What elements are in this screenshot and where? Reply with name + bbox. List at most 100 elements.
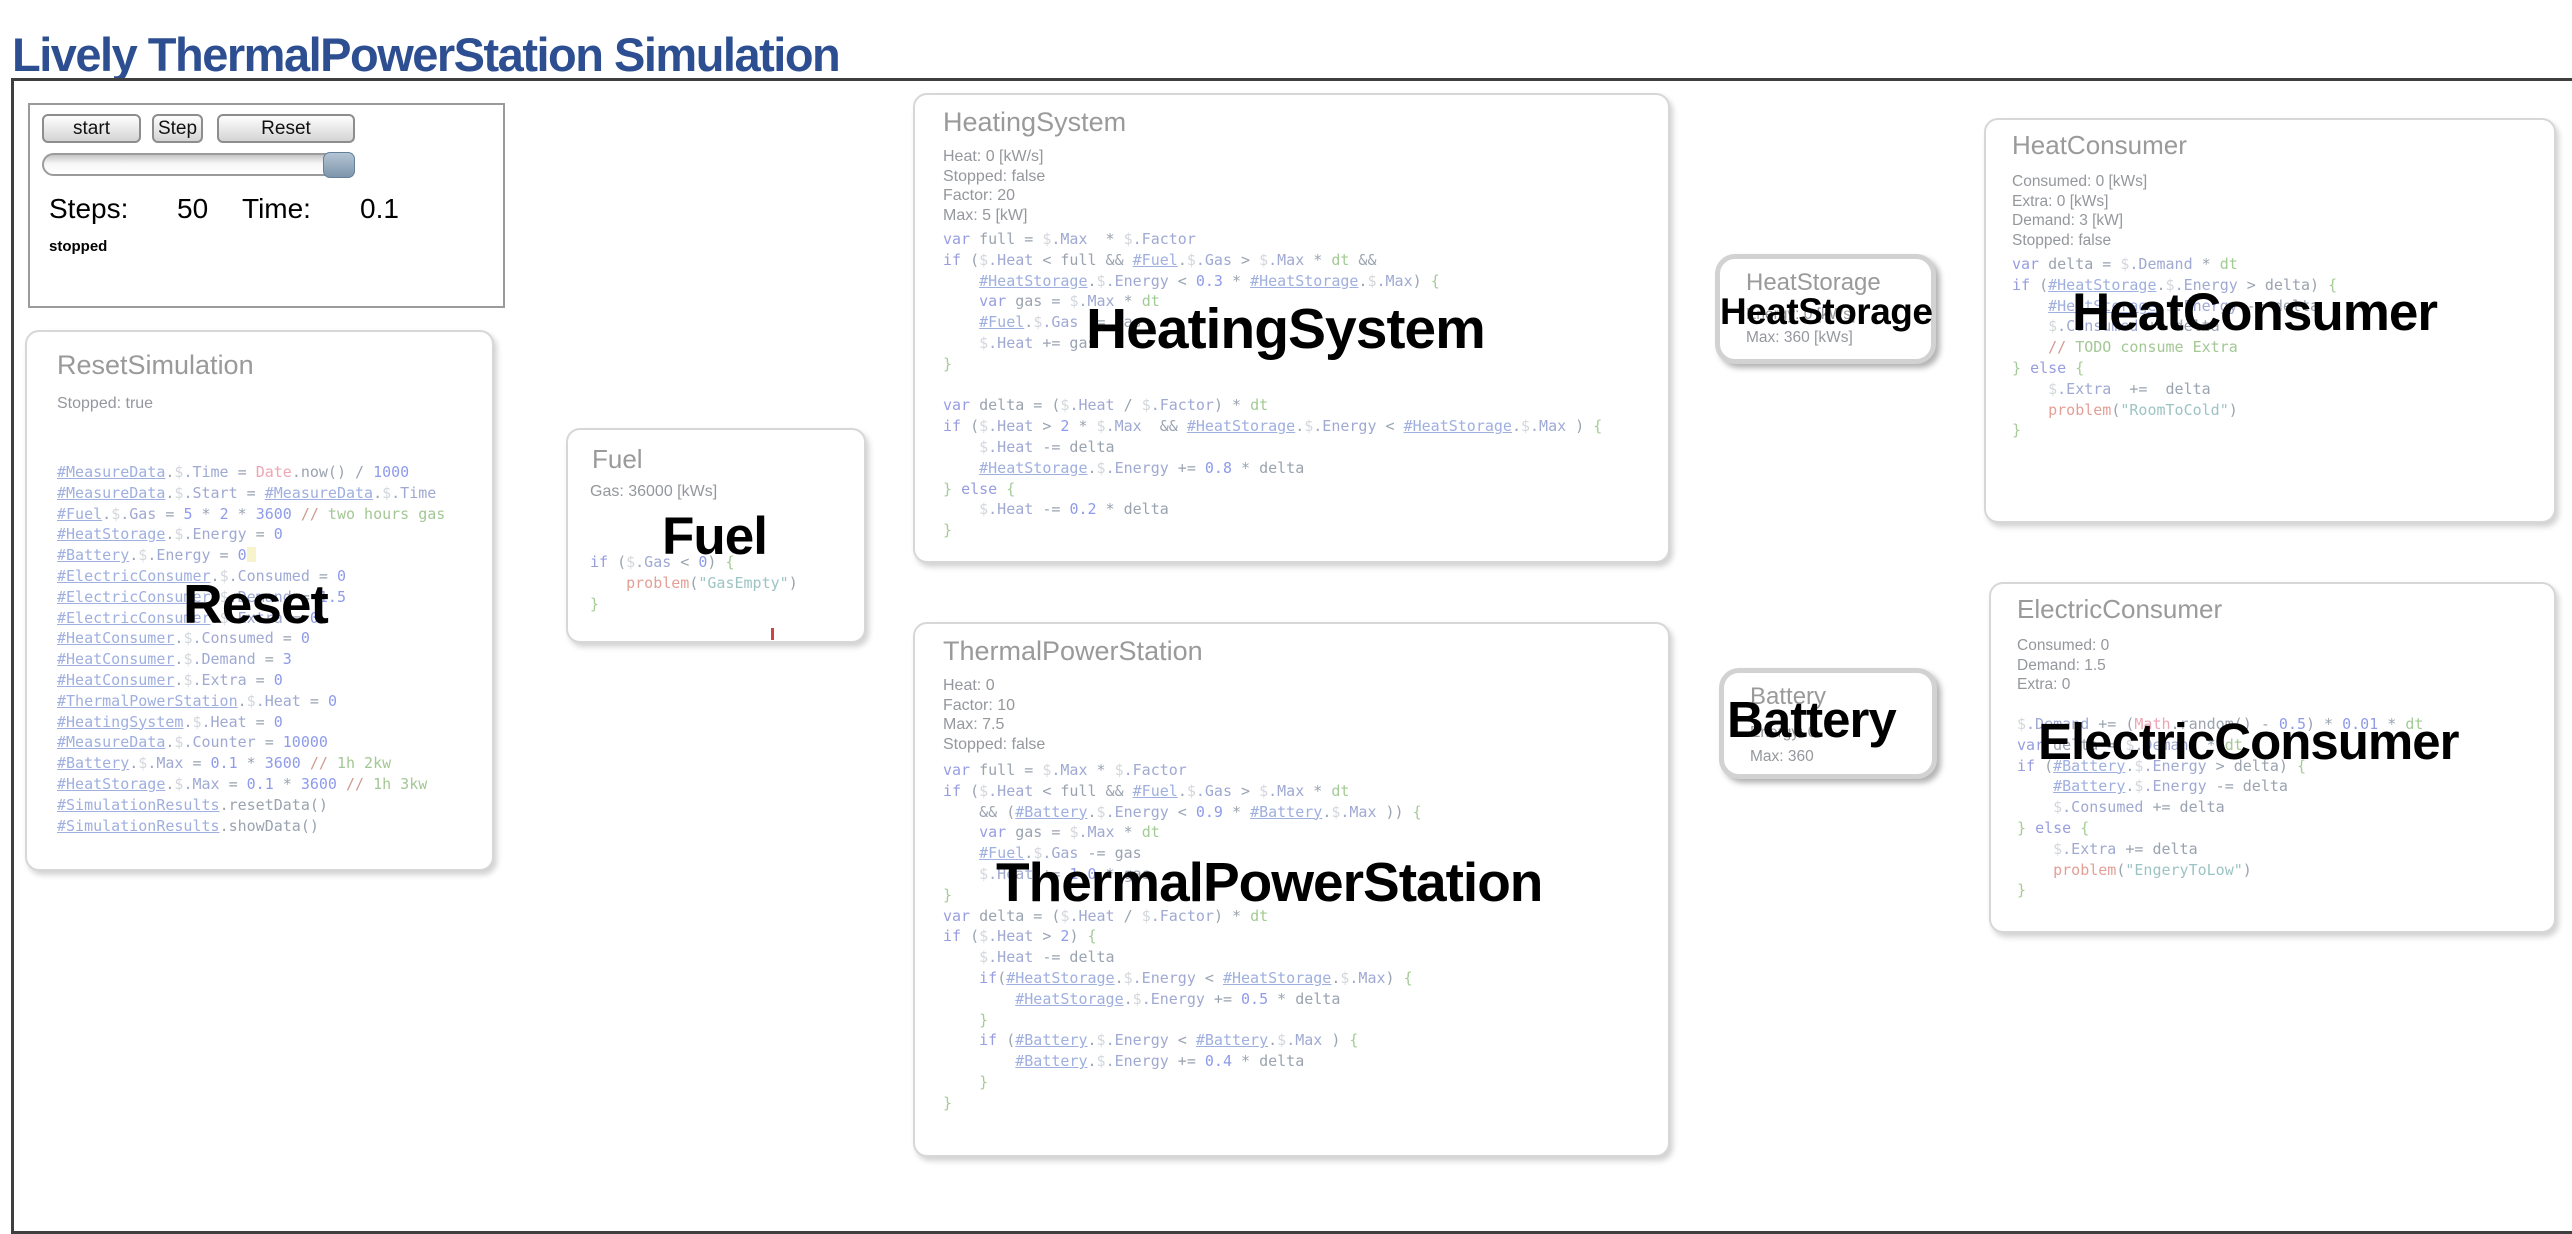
code-line[interactable]: #Fuel.$.Gas -= gas (979, 844, 1142, 863)
code-line[interactable]: if ($.Heat > 2 * $.Max && #HeatStorage.$… (943, 417, 1603, 436)
code-line[interactable]: #HeatStorage.$.Max = 0.1 * 3600 // 1h 3k… (57, 774, 428, 793)
code-line[interactable]: #HeatStorage.$.Energy = 0 (57, 525, 283, 544)
code-line[interactable]: $.Heat -= delta (979, 437, 1115, 456)
heating-system-code-editor[interactable]: var full = $.Max * $.Factor if ($.Heat < … (943, 229, 1602, 541)
code-line[interactable]: #MeasureData.$.Counter = 10000 (57, 733, 328, 752)
code-line[interactable]: var delta = ($.Heat / $.Factor) * dt (943, 396, 1269, 415)
speed-slider[interactable] (42, 152, 355, 178)
reset-button[interactable]: Reset (217, 114, 355, 143)
code-line[interactable]: #SimulationResults.resetData() (57, 795, 328, 814)
code-line[interactable]: #HeatStorage.$.Energy += 0.8 * delta (979, 458, 1305, 477)
code-line[interactable]: $.Consumed += delta (2048, 317, 2220, 336)
code-line[interactable]: var delta = ($.Heat / $.Factor) * dt (943, 906, 1269, 925)
start-button[interactable]: start (42, 114, 141, 143)
slider-knob[interactable] (323, 152, 355, 178)
code-line[interactable]: } (943, 521, 953, 540)
code-line[interactable]: problem("RoomToCold") (2048, 400, 2238, 419)
code-line[interactable]: $.Heat -= delta (979, 948, 1115, 967)
steps-value[interactable]: 50 (177, 193, 209, 224)
stat-line: Stopped: true (57, 395, 154, 412)
code-line[interactable]: if ($.Heat < full && #Fuel.$.Gas > $.Max… (943, 250, 1377, 269)
code-line[interactable]: #HeatStorage.$.Energy -= delta (2048, 296, 2320, 315)
stat-line: Max: 360 [kWs] (1746, 329, 1853, 346)
code-line[interactable]: #Battery.$.Energy = 0 (57, 545, 445, 566)
code-line[interactable]: $.Demand += (Math.random() - 0.5) * 0.01… (2017, 715, 2424, 733)
thermal-power-station-title: ThermalPowerStation (943, 636, 1203, 666)
code-line[interactable]: #HeatingSystem.$.Heat = 0 (57, 712, 283, 731)
code-line[interactable]: } (979, 1010, 989, 1029)
code-line[interactable]: } (943, 354, 953, 373)
code-line[interactable]: #MeasureData.$.Time = Date.now() / 1000 (57, 463, 410, 481)
code-line[interactable]: var gas = $.Max * dt (979, 292, 1160, 311)
code-line[interactable]: $.Extra += delta (2048, 379, 2211, 398)
code-line[interactable]: #ElectricConsumer.$.Demand = 1.5 (57, 587, 346, 606)
fuel-panel[interactable]: Fuel Gas: 36000 [kWs] if ($.Gas < 0) { p… (566, 428, 866, 643)
code-line[interactable]: // TODO consume Extra (2048, 338, 2238, 357)
code-line[interactable]: var delta = $.Demand * dt (2012, 255, 2238, 273)
reset-simulation-code-editor[interactable]: #MeasureData.$.Time = Date.now() / 1000 #… (57, 462, 445, 836)
code-line[interactable]: #HeatConsumer.$.Demand = 3 (57, 650, 292, 669)
code-line[interactable]: } else { (2017, 818, 2090, 837)
heat-consumer-code-editor[interactable]: var delta = $.Demand * dt if (#HeatStorag… (2012, 254, 2337, 441)
heating-system-panel[interactable]: HeatingSystem Heat: 0 [kW/s]Stopped: fal… (913, 93, 1670, 563)
code-line[interactable]: $.Heat += 1.0 * gas (979, 864, 1151, 883)
code-line[interactable]: } (943, 885, 953, 904)
code-line[interactable]: $.Consumed += delta (2053, 798, 2225, 817)
code-line[interactable]: if (#HeatStorage.$.Energy > delta) { (2012, 275, 2338, 294)
code-line[interactable]: if (#Battery.$.Energy > delta) { (2017, 756, 2306, 775)
code-line[interactable]: $.Extra += delta (2053, 839, 2198, 858)
code-line[interactable]: #ElectricConsumer.$.Consumed = 0 (57, 566, 346, 585)
code-line[interactable]: var full = $.Max * $.Factor (943, 230, 1196, 248)
reset-simulation-title: ResetSimulation (57, 350, 254, 380)
code-line[interactable]: problem("EngeryToLow") (2053, 860, 2252, 879)
code-line[interactable]: $.Heat += gas (979, 333, 1097, 352)
code-line[interactable]: #SimulationResults.showData() (57, 816, 319, 835)
code-line[interactable]: && (#Battery.$.Energy < 0.9 * #Battery.$… (943, 802, 1422, 821)
code-line[interactable]: #ElectricConsumer.$.Extra = 0 (57, 608, 319, 627)
time-value[interactable]: 0.1 (360, 193, 399, 224)
code-line[interactable]: #Battery.$.Max = 0.1 * 3600 // 1h 2kw (57, 754, 392, 773)
code-line[interactable]: } else { (2012, 358, 2085, 377)
thermal-power-station-code-editor[interactable]: var full = $.Max * $.Factor if ($.Heat < … (943, 760, 1422, 1114)
reset-simulation-panel[interactable]: ResetSimulation Stopped: true #MeasureDa… (25, 330, 494, 871)
stat-line: Extra: 0 [kWs] (2012, 192, 2109, 210)
code-line[interactable]: } else { (943, 479, 1016, 498)
heat-consumer-panel[interactable]: HeatConsumer Consumed: 0 [kWs]Extra: 0 [… (1984, 118, 2556, 523)
code-line[interactable]: } (590, 594, 600, 613)
code-line[interactable]: if (#Battery.$.Energy < #Battery.$.Max )… (979, 1031, 1359, 1050)
code-line[interactable]: #HeatStorage.$.Energy += 0.5 * delta (1015, 989, 1341, 1008)
code-line[interactable]: } (979, 1072, 989, 1091)
code-line[interactable]: } (2012, 421, 2022, 440)
code-line[interactable]: var full = $.Max * $.Factor (943, 761, 1187, 779)
code-line[interactable]: } (2017, 881, 2027, 900)
code-line[interactable]: #Fuel.$.Gas = 5 * 2 * 3600 // two hours … (57, 504, 446, 523)
code-line[interactable]: var gas = $.Max * dt (979, 823, 1160, 842)
code-line[interactable]: if ($.Heat > 2) { (943, 927, 1097, 946)
code-line[interactable]: } (943, 1093, 953, 1112)
fuel-code-editor[interactable]: if ($.Gas < 0) { problem("GasEmpty")} (590, 552, 798, 614)
code-line[interactable]: #ThermalPowerStation.$.Heat = 0 (57, 691, 337, 710)
stat-line: Gas: 36000 [kWs] (590, 483, 718, 500)
code-line[interactable]: #HeatConsumer.$.Consumed = 0 (57, 629, 310, 648)
code-line[interactable]: if ($.Gas < 0) { (590, 553, 735, 571)
code-line[interactable]: #MeasureData.$.Start = #MeasureData.$.Ti… (57, 483, 437, 502)
code-line[interactable]: #HeatConsumer.$.Extra = 0 (57, 670, 283, 689)
simulation-control-panel[interactable]: start Step Reset Steps: 50 Time: 0.1 sto… (28, 103, 505, 308)
code-line[interactable]: if ($.Heat < full && #Fuel.$.Gas > $.Max… (943, 781, 1350, 800)
code-line[interactable]: #Battery.$.Energy += 0.4 * delta (1015, 1052, 1305, 1071)
heat-storage-panel[interactable]: HeatStorage Energy: 0 [kWs]Max: 360 [kWs… (1715, 254, 1936, 364)
code-line[interactable]: #HeatStorage.$.Energy < 0.3 * #HeatStora… (979, 271, 1440, 290)
code-line[interactable]: $.Heat -= 0.2 * delta (979, 500, 1169, 519)
electric-consumer-code-editor[interactable]: $.Demand += (Math.random() - 0.5) * 0.01… (2017, 714, 2423, 901)
code-line[interactable]: problem("GasEmpty") (626, 573, 798, 592)
code-line[interactable]: var delta = $.Demand * dt (2017, 735, 2243, 754)
code-line[interactable] (943, 375, 1602, 396)
code-line[interactable]: #Battery.$.Energy -= delta (2053, 777, 2288, 796)
step-button[interactable]: Step (152, 114, 203, 143)
code-line[interactable]: if(#HeatStorage.$.Energy < #HeatStorage.… (979, 968, 1413, 987)
code-line[interactable]: #Fuel.$.Gas -= gas (979, 313, 1142, 332)
stat-line: Max: 5 [kW] (943, 206, 1028, 224)
